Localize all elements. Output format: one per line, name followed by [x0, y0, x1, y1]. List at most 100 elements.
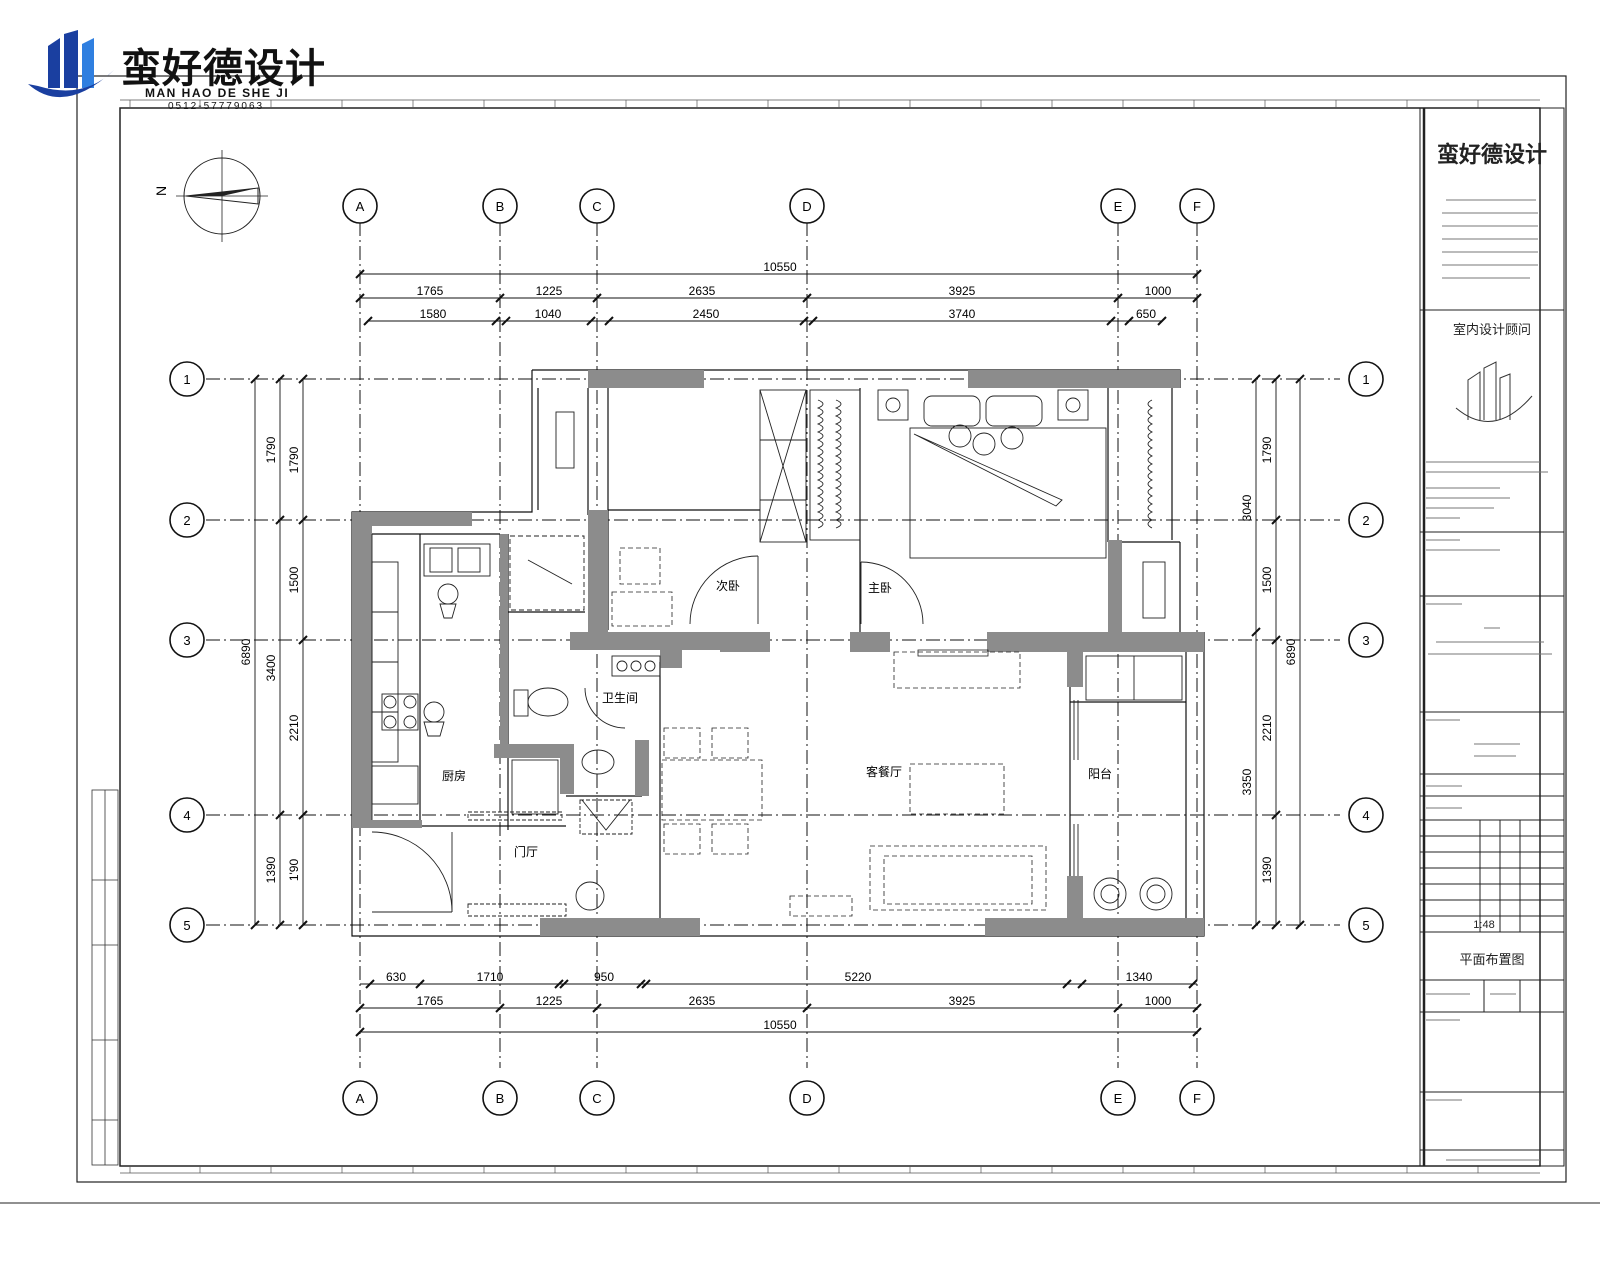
axis-label-d-top: D — [802, 199, 811, 214]
wall-segment — [968, 370, 1180, 388]
wall-segment — [987, 632, 1204, 652]
wall-segment — [635, 740, 649, 796]
title-block-consultant: 室内设计顾问 — [1453, 322, 1531, 337]
title-block-scale: 1:48 — [1473, 919, 1494, 931]
axis-label-b-top: B — [496, 199, 505, 214]
wall-segment — [540, 918, 700, 936]
dim-left-inner-2: 1500 — [287, 566, 301, 593]
dim-top-total: 10550 — [763, 260, 797, 274]
dim-top-axis-4: 3925 — [949, 284, 976, 298]
axis-bubble-4-right — [1348, 797, 1384, 833]
dim-right-inner-3: 2210 — [1260, 714, 1274, 741]
dim-bottom-axis-2: 1225 — [536, 994, 563, 1008]
axis-label-b-bottom: B — [496, 1091, 505, 1106]
axis-label-4-left: 4 — [183, 808, 190, 823]
axis-bubble-c-top — [579, 188, 615, 224]
dim-left-outer: 6890 — [239, 638, 253, 665]
axis-label-1-left: 1 — [183, 372, 190, 387]
axis-bubble-a-bottom — [342, 1080, 378, 1116]
dim-top-inner-1: 1580 — [420, 307, 447, 321]
axis-bubble-4-left — [169, 797, 205, 833]
dim-bottom-total: 10550 — [763, 1018, 797, 1032]
title-block-brand: 蛮好德设计 — [1437, 142, 1547, 167]
axis-bubble-1-right — [1348, 361, 1384, 397]
room-label-kitchen: 厨房 — [442, 768, 466, 783]
axis-label-c-top: C — [592, 199, 601, 214]
dim-bottom-axis-3: 2635 — [689, 994, 716, 1008]
foyer-fixtures — [371, 799, 633, 917]
dimension-lines-right — [1251, 374, 1305, 930]
dim-bottom-inner-2: 1710 — [477, 970, 504, 984]
brand-logo: 蛮好德设计 MAN HAO DE SHE JI 0512-57779063 — [18, 30, 348, 112]
wall-segment — [850, 632, 890, 652]
axis-bubble-3-left — [169, 622, 205, 658]
axis-bubble-1-left — [169, 361, 205, 397]
wall-segment — [1067, 652, 1083, 687]
room-label-bathroom: 卫生间 — [602, 691, 638, 705]
room-label-master-bedroom: 主卧 — [868, 581, 892, 595]
dim-top-axis-2: 1225 — [536, 284, 563, 298]
outer-frame — [76, 75, 1567, 1183]
bedroom-doors — [689, 555, 924, 625]
dimension-lines-bottom — [355, 979, 1202, 1037]
dim-left-mid-3: 1390 — [264, 856, 278, 883]
wall-segment — [588, 370, 704, 388]
axis-label-e-top: E — [1114, 199, 1123, 214]
dim-top-axis-3: 2635 — [689, 284, 716, 298]
dim-bottom-inner-1: 630 — [386, 970, 406, 984]
dim-top-axis-5: 1000 — [1145, 284, 1172, 298]
wall-segment — [720, 632, 770, 652]
dim-right-inner-2: 1500 — [1260, 566, 1274, 593]
inner-frame — [119, 107, 1541, 1167]
dim-top-axis-1: 1765 — [417, 284, 444, 298]
wall-segment — [1067, 876, 1083, 920]
column-bubbles-bottom — [342, 1080, 1215, 1116]
dim-bottom-inner-5: 1340 — [1126, 970, 1153, 984]
wall-segment — [660, 650, 682, 668]
title-block — [1419, 107, 1565, 1167]
axis-label-f-top: F — [1193, 199, 1201, 214]
dim-bottom-inner-4: 5220 — [845, 970, 872, 984]
axis-bubble-d-top — [789, 188, 825, 224]
room-label-foyer: 门厅 — [514, 844, 538, 859]
room-label-second-bedroom: 次卧 — [716, 579, 740, 593]
axis-label-d-bottom: D — [802, 1091, 811, 1106]
wall-segment — [352, 512, 372, 828]
wardrobes — [371, 389, 1166, 763]
axis-bubble-f-top — [1179, 188, 1215, 224]
master-bed — [877, 389, 1107, 559]
wall-segment — [985, 918, 1204, 936]
wall-segment — [494, 744, 570, 758]
dim-left-inner-3: 2210 — [287, 714, 301, 741]
frame-ruler-ticks — [120, 99, 1540, 1174]
axis-label-2-right: 2 — [1362, 513, 1369, 528]
column-bubbles-top — [342, 188, 1215, 224]
dim-left-inner-4: 1'90 — [287, 859, 301, 882]
axis-bubble-b-top — [482, 188, 518, 224]
dim-right-inner-4: 1390 — [1260, 856, 1274, 883]
dim-right-outer: 6890 — [1284, 638, 1298, 665]
axis-label-a-top: A — [356, 199, 365, 214]
revision-strip — [91, 789, 119, 1166]
wall-segment — [352, 820, 422, 828]
axis-bubble-c-bottom — [579, 1080, 615, 1116]
title-block-logo — [1455, 361, 1533, 422]
dim-bottom-axis-5: 1000 — [1145, 994, 1172, 1008]
brand-name-english: MAN HAO DE SHE JI — [145, 86, 290, 100]
dim-left-inner-1: 1790 — [287, 446, 301, 473]
axis-label-5-right: 5 — [1362, 918, 1369, 933]
dim-right-mid-1: 3040 — [1240, 494, 1254, 521]
dim-bottom-axis-4: 3925 — [949, 994, 976, 1008]
north-compass: N — [153, 150, 268, 242]
axis-bubble-e-bottom — [1100, 1080, 1136, 1116]
dim-right-inner-1: 1790 — [1260, 436, 1274, 463]
axis-bubble-5-right — [1348, 907, 1384, 943]
axis-label-2-left: 2 — [183, 513, 190, 528]
axis-bubble-d-bottom — [789, 1080, 825, 1116]
dim-bottom-axis-1: 1765 — [417, 994, 444, 1008]
axis-bubble-2-left — [169, 502, 205, 538]
axis-label-e-bottom: E — [1114, 1091, 1123, 1106]
brand-logo-mark — [28, 30, 114, 98]
dining-set — [661, 727, 763, 855]
